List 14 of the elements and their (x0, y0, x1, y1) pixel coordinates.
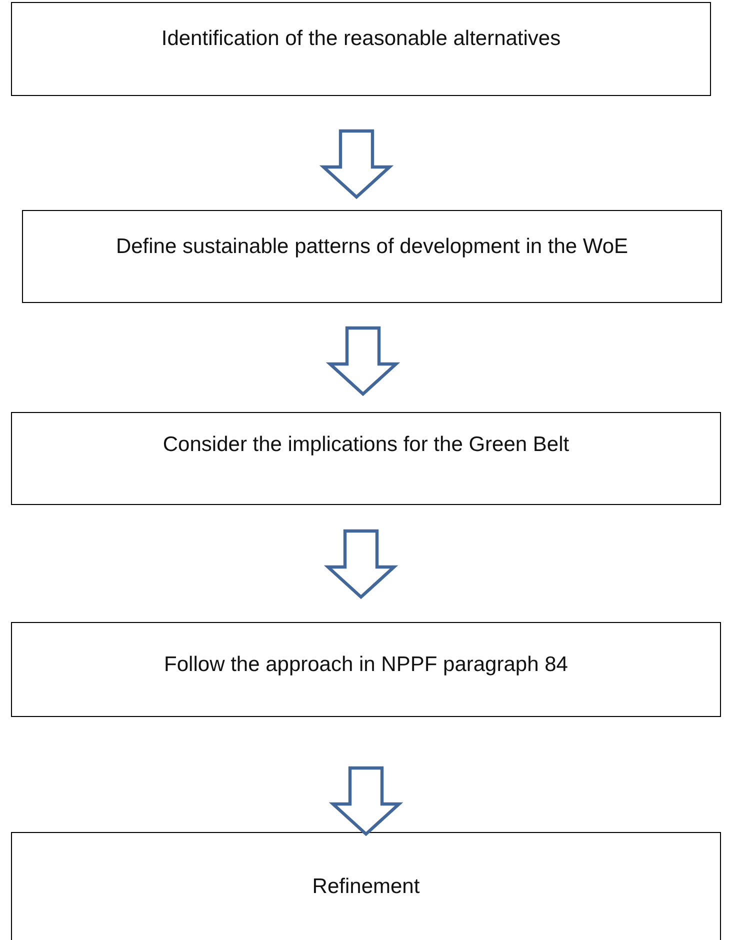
process-box (11, 832, 721, 940)
process-box (22, 210, 722, 303)
box-label: Follow the approach in NPPF paragraph 84 (163, 653, 569, 677)
box-label: Consider the implications for the Green Belt (162, 433, 570, 457)
process-box (11, 2, 711, 96)
box-label: Refinement (311, 875, 421, 899)
block-arrow (328, 766, 404, 836)
box-label: Define sustainable patterns of development in the WoE (114, 235, 630, 259)
block-arrow (324, 529, 398, 600)
block-arrow (326, 326, 400, 396)
block-arrow (319, 129, 394, 200)
box-label: Identification of the reasonable alternatives (160, 27, 562, 51)
process-box (11, 622, 721, 717)
process-box (11, 412, 721, 505)
